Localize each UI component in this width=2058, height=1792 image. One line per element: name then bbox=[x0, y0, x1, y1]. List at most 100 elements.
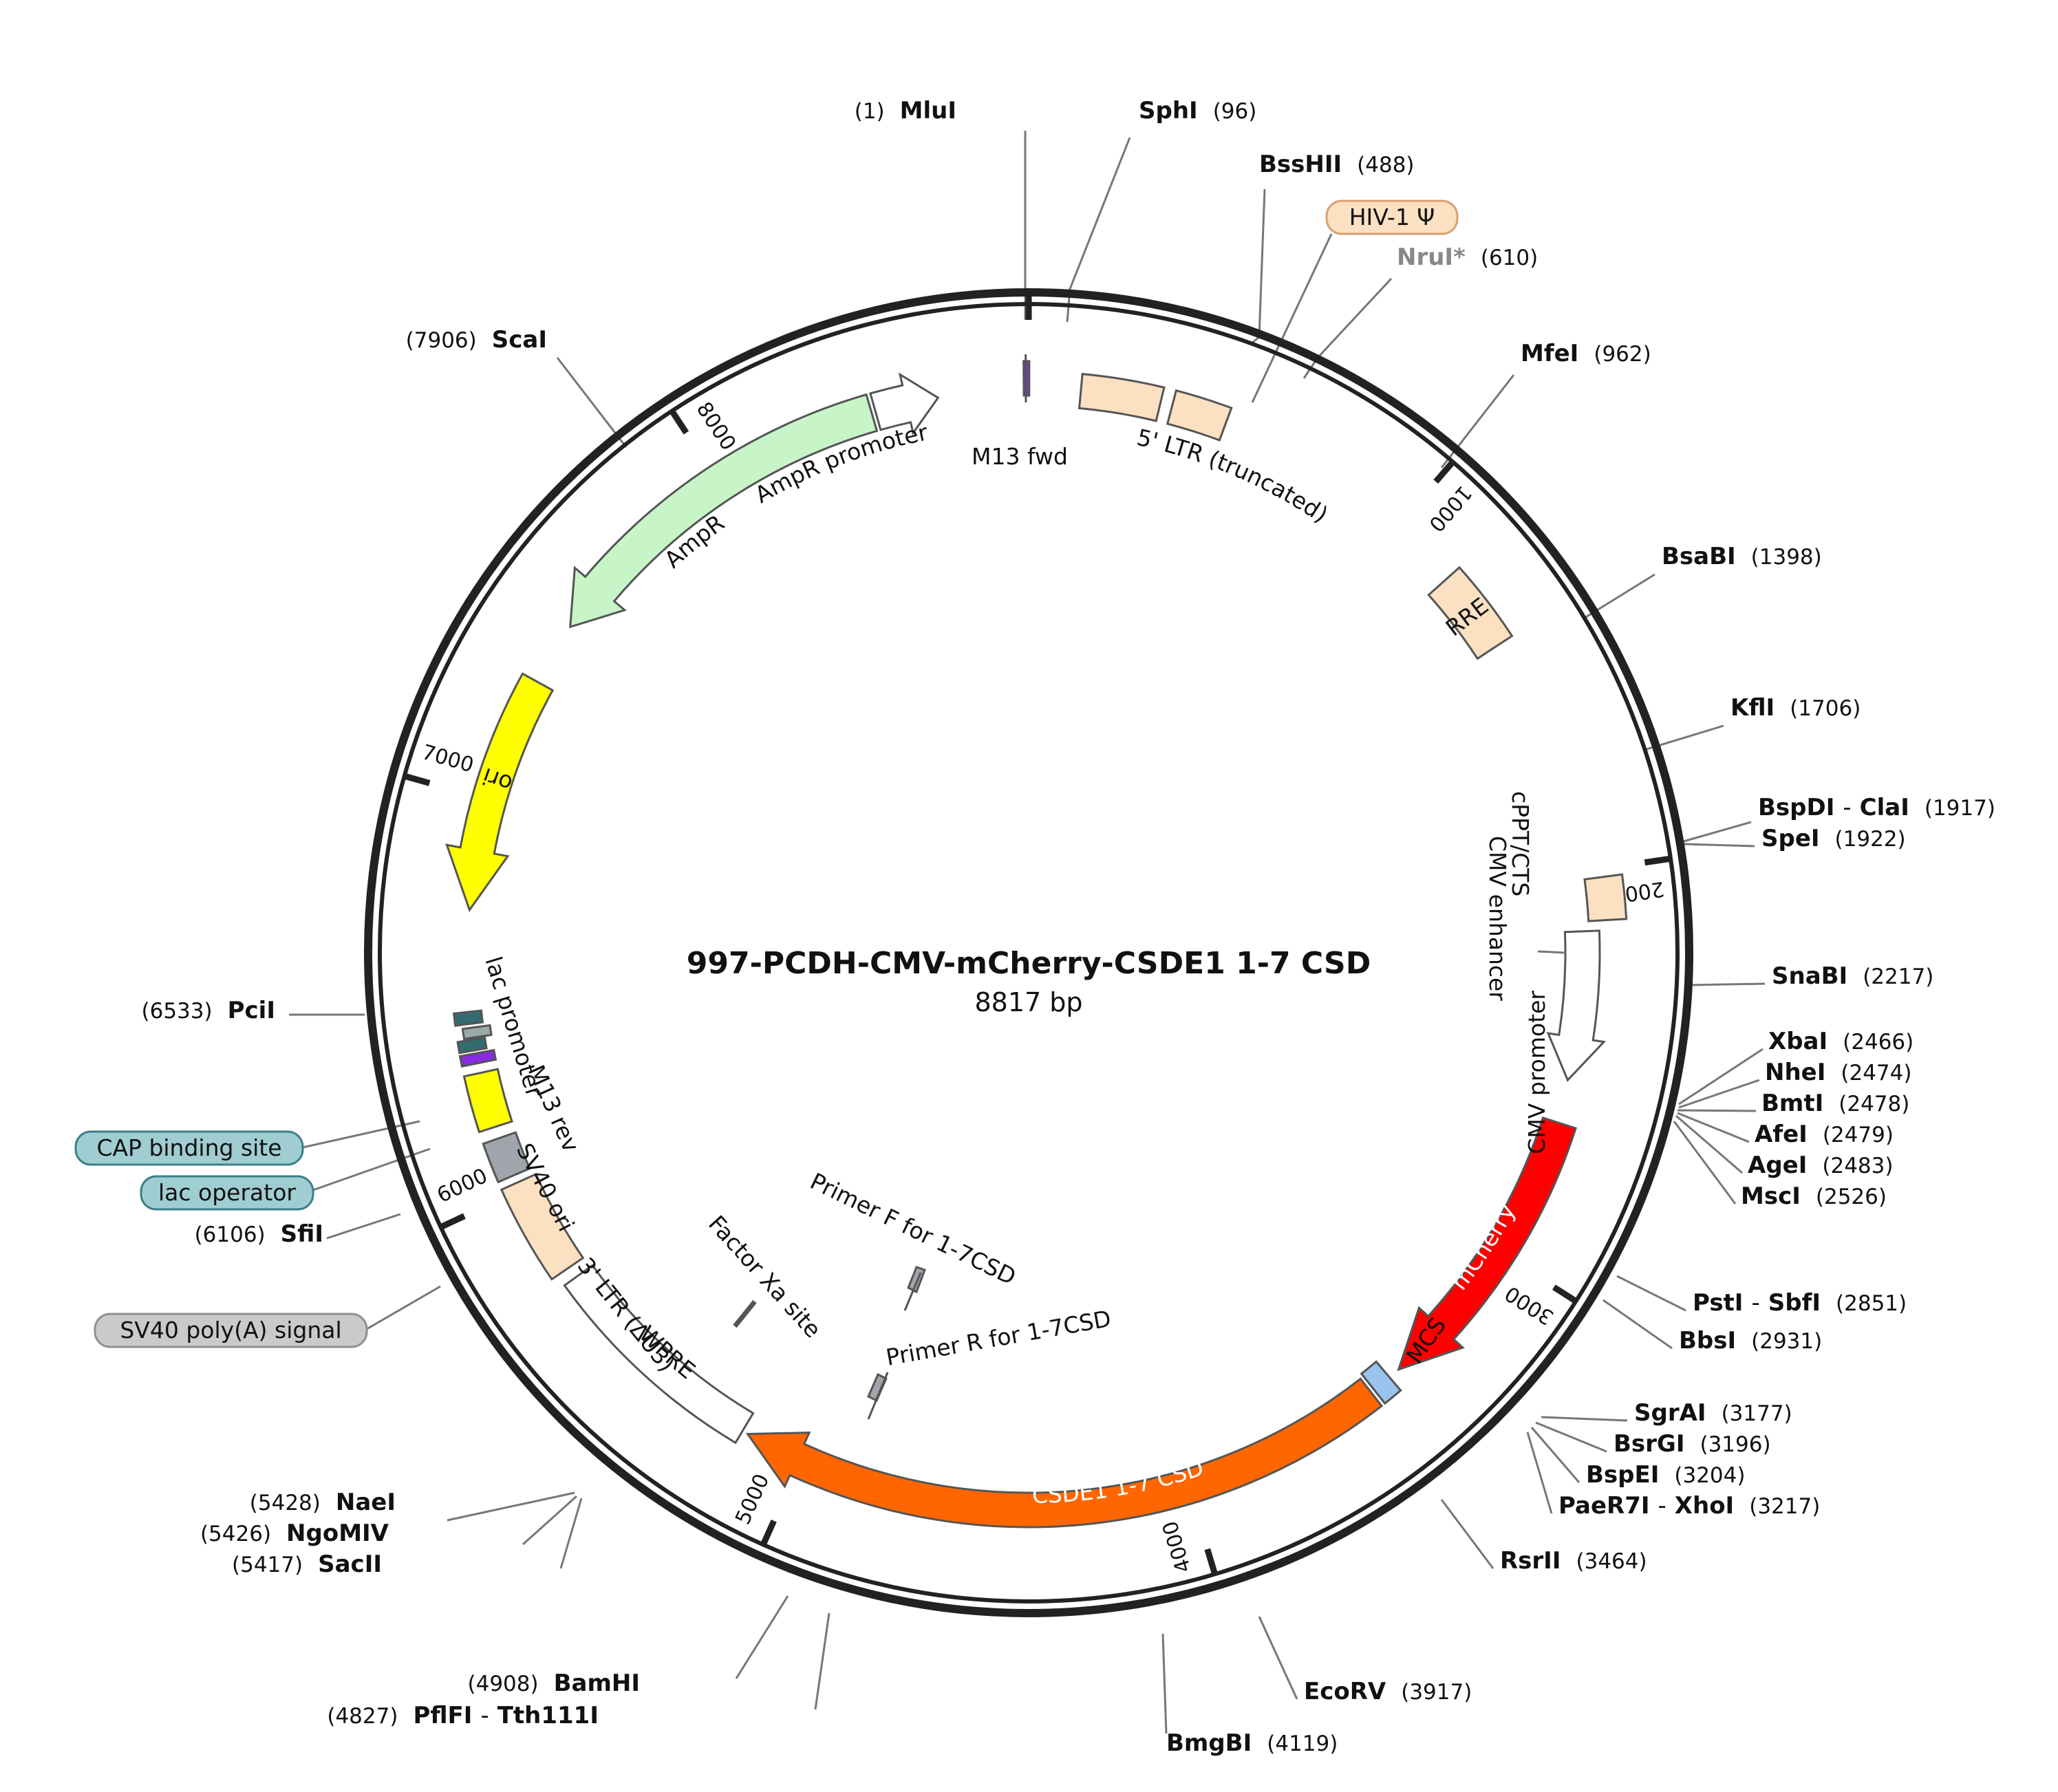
enzyme-leader bbox=[1304, 279, 1391, 378]
enzyme-leader bbox=[1163, 1634, 1166, 1734]
primer-f-label: Primer F for 1-7CSD bbox=[806, 1167, 1020, 1290]
factor-xa-label: Factor Xa site bbox=[703, 1210, 826, 1343]
enzyme-leader bbox=[1679, 822, 1751, 843]
enzyme-label: SphI(96) bbox=[1139, 97, 1256, 125]
enzyme-label: BbsI(2931) bbox=[1679, 1327, 1822, 1354]
enzyme-leader bbox=[1528, 1432, 1552, 1513]
enzyme-label: PstI-SbfI(2851) bbox=[1693, 1289, 1907, 1317]
cppt-box bbox=[1585, 874, 1627, 921]
enzyme-text: (3196) bbox=[1700, 1432, 1770, 1457]
enzyme-leader bbox=[1536, 1423, 1607, 1451]
lac-promoter-box bbox=[462, 1025, 491, 1039]
enzyme-leader bbox=[1678, 1110, 1756, 1111]
enzyme-label: BspDI-ClaI(1917) bbox=[1758, 794, 1995, 821]
enzyme-leader bbox=[1603, 1300, 1672, 1348]
enzyme-label: PaeR7I-XhoI(3217) bbox=[1558, 1492, 1820, 1520]
scale-tick-mark bbox=[671, 410, 686, 433]
enzyme-text: (610) bbox=[1481, 246, 1538, 270]
plasmid-title: 997-PCDH-CMV-mCherry-CSDE1 1-7 CSD bbox=[687, 946, 1371, 981]
enzyme-leader bbox=[1259, 1617, 1297, 1699]
m13-fwd-label: M13 fwd bbox=[972, 443, 1068, 470]
enzyme-text: MscI bbox=[1741, 1183, 1801, 1210]
enzyme-text: (1398) bbox=[1751, 545, 1822, 570]
enzyme-text: XhoI bbox=[1675, 1492, 1734, 1520]
enzyme-label: (1) MluI bbox=[855, 97, 956, 125]
enzyme-label: (4908)BamHI bbox=[468, 1670, 641, 1697]
enzyme-label: BmtI (2478) bbox=[1761, 1090, 1909, 1117]
enzyme-text: BsaBI bbox=[1662, 543, 1736, 570]
enzyme-text: SnaBI bbox=[1772, 962, 1847, 990]
scale-tick-mark bbox=[762, 1521, 773, 1546]
enzyme-leader bbox=[1541, 1417, 1627, 1421]
enzyme-label: KflI(1706) bbox=[1730, 694, 1861, 722]
enzyme-text: (488) bbox=[1357, 153, 1414, 177]
enzyme-leader bbox=[327, 1214, 400, 1238]
enzyme-text: BssHII bbox=[1259, 151, 1342, 178]
lac-operator-box bbox=[458, 1038, 486, 1053]
enzyme-label: (5428)NaeI bbox=[250, 1489, 396, 1516]
scale-tick-label: 7000 bbox=[419, 740, 476, 777]
enzyme-leader bbox=[1441, 375, 1514, 468]
enzyme-text: (7906) bbox=[406, 328, 477, 353]
enzyme-text: (3917) bbox=[1401, 1680, 1472, 1705]
enzyme-text: ClaI bbox=[1860, 794, 1909, 821]
enzyme-label: (7906) ScaI bbox=[406, 326, 547, 354]
enzyme-text: MfeI bbox=[1521, 340, 1578, 367]
enzyme-text: (2478) bbox=[1839, 1092, 1909, 1116]
enzyme-text: (1) bbox=[855, 99, 885, 124]
enzyme-text: PflFI bbox=[413, 1702, 472, 1729]
enzyme-label: (5426)NgoMIV bbox=[200, 1520, 389, 1547]
enzyme-text: BsrGI bbox=[1614, 1430, 1684, 1458]
enzyme-text: (962) bbox=[1594, 342, 1651, 367]
enzyme-text: ScaI bbox=[492, 326, 547, 354]
enzyme-label: NruI* (610) bbox=[1397, 244, 1538, 271]
enzyme-label: (5417)SacII bbox=[232, 1551, 382, 1578]
enzyme-text: BamHI bbox=[554, 1670, 640, 1697]
enzyme-leader bbox=[1252, 189, 1265, 343]
enzyme-text: NheI bbox=[1765, 1059, 1825, 1086]
enzyme-label: BspEI(3204) bbox=[1586, 1461, 1745, 1489]
enzyme-text: (1922) bbox=[1835, 827, 1906, 852]
enzyme-text: XbaI bbox=[1768, 1028, 1827, 1055]
factor-xa-marker bbox=[735, 1302, 755, 1326]
enzyme-text: (2483) bbox=[1822, 1154, 1893, 1178]
enzyme-leader bbox=[1679, 1049, 1763, 1104]
enzyme-leader bbox=[736, 1596, 788, 1678]
enzyme-text: NgoMIV bbox=[286, 1520, 389, 1547]
enzyme-text: PstI bbox=[1693, 1289, 1743, 1317]
enzyme-text: PciI bbox=[228, 997, 275, 1024]
enzyme-text: BbsI bbox=[1679, 1327, 1736, 1354]
enzyme-leader bbox=[1441, 1500, 1493, 1568]
primer-f-marker bbox=[908, 1267, 925, 1292]
features bbox=[447, 354, 1626, 1527]
enzyme-text: (6106) bbox=[195, 1222, 266, 1247]
enzyme-text: NruI* bbox=[1397, 244, 1466, 271]
enzyme-label: (6106)SfiI bbox=[195, 1220, 323, 1248]
cmv-enh-connector bbox=[1538, 951, 1565, 953]
hiv-psi-callout-leader bbox=[1252, 234, 1331, 402]
enzyme-text: - bbox=[1751, 1289, 1759, 1317]
enzyme-text: SphI bbox=[1139, 97, 1198, 125]
scale-tick-mark bbox=[1208, 1549, 1215, 1575]
enzyme-text: SpeI bbox=[1761, 825, 1820, 852]
sv40-ori-box bbox=[464, 1069, 512, 1132]
enzyme-label: BsaBI (1398) bbox=[1662, 543, 1822, 570]
enzyme-label: BmgBI(4119) bbox=[1166, 1729, 1338, 1757]
enzyme-text: (4827) bbox=[327, 1704, 398, 1729]
enzyme-leader bbox=[1689, 984, 1765, 985]
sv40-polya-callout: SV40 poly(A) signal bbox=[95, 1314, 367, 1347]
enzyme-leader bbox=[1679, 1080, 1759, 1108]
ltr5-box-2 bbox=[1168, 391, 1232, 440]
enzyme-text: BmtI bbox=[1761, 1090, 1823, 1117]
scale-tick-label: 8000 bbox=[692, 398, 740, 455]
scale-tick-label: 5000 bbox=[731, 1470, 774, 1528]
enzyme-text: MluI bbox=[900, 97, 956, 125]
enzyme-label: NheI(2474) bbox=[1765, 1059, 1911, 1086]
enzyme-text: AgeI bbox=[1748, 1152, 1807, 1179]
enzyme-text: (1917) bbox=[1925, 796, 1995, 821]
cap-site-callout-text: CAP binding site bbox=[96, 1134, 281, 1161]
enzyme-text: (6533) bbox=[142, 999, 213, 1024]
primer-r-label: Primer R for 1-7CSD bbox=[884, 1305, 1113, 1371]
enzyme-label: SnaBI(2217) bbox=[1772, 962, 1933, 990]
